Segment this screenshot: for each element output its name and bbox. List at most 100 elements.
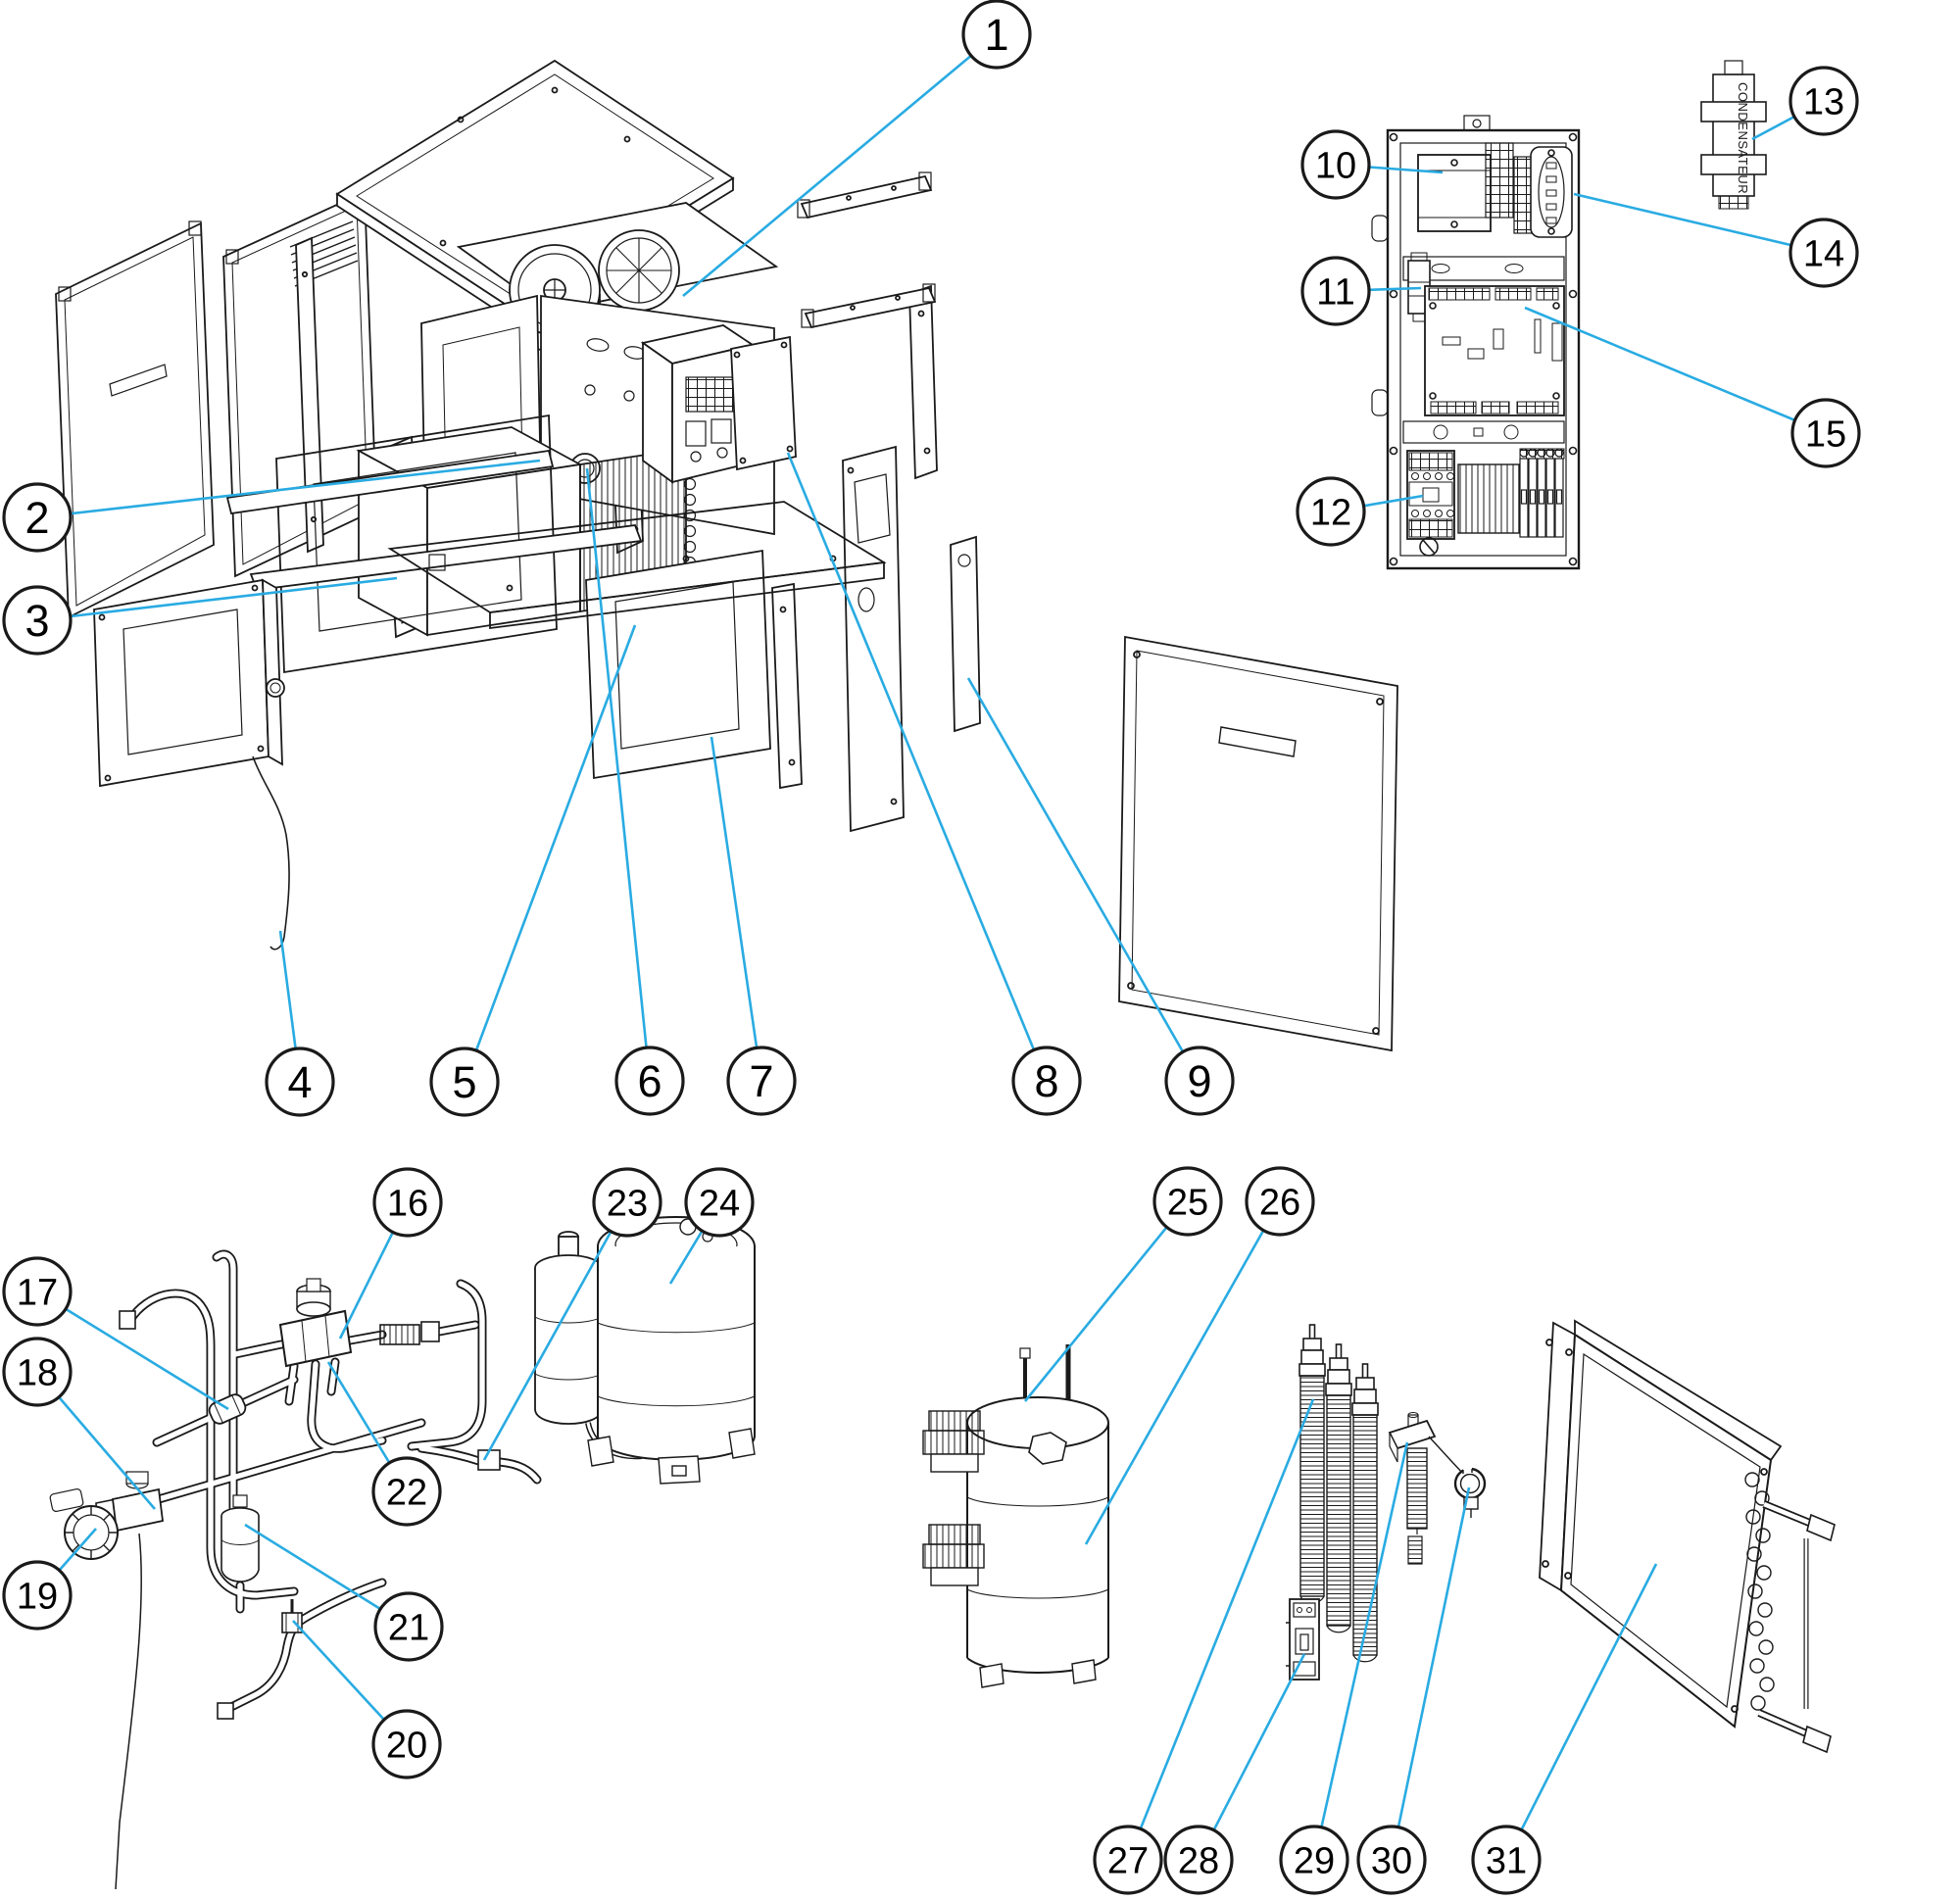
corrugated-hose <box>379 1324 420 1345</box>
four-way-valve <box>278 1278 353 1368</box>
flare-fitting <box>281 1599 303 1633</box>
pipe-end-fitting <box>119 1310 136 1330</box>
leader-line-14 <box>1573 192 1825 255</box>
leader-line-29 <box>1312 1441 1409 1861</box>
callout-number-14: 14 <box>1803 234 1844 275</box>
callout-number-6: 6 <box>637 1056 662 1106</box>
callout-1: 1 <box>961 0 1032 70</box>
callout-number-30: 30 <box>1371 1841 1412 1882</box>
callout-4: 4 <box>265 1047 335 1117</box>
coupling-nuts <box>922 1410 985 1586</box>
callout-19: 19 <box>2 1560 73 1631</box>
leader-line-31 <box>1504 1563 1658 1861</box>
callout-number-19: 19 <box>17 1577 58 1618</box>
callout-number-16: 16 <box>387 1184 428 1225</box>
capillary-tube <box>115 1533 142 1890</box>
callout-number-12: 12 <box>1310 493 1351 534</box>
leader-line-15 <box>1524 306 1827 435</box>
leader-line-23 <box>482 1201 629 1461</box>
din-rail-upper <box>1402 256 1565 281</box>
callout-29: 29 <box>1279 1825 1349 1895</box>
callout-number-20: 20 <box>386 1726 427 1767</box>
small-spring <box>1407 1535 1423 1565</box>
callout-number-29: 29 <box>1294 1841 1335 1882</box>
rear-trim-strip <box>908 284 938 480</box>
pipe-end-cap <box>217 1702 234 1720</box>
callout-26: 26 <box>1245 1166 1315 1237</box>
callout-number-11: 11 <box>1316 272 1354 314</box>
compressor <box>587 1197 756 1485</box>
callout-14: 14 <box>1788 218 1859 288</box>
base-tray <box>387 501 887 630</box>
coil-serpentine <box>1744 1472 1775 1711</box>
schrader-valve <box>1019 1347 1031 1359</box>
leader-line-27 <box>1126 1398 1315 1861</box>
callout-22: 22 <box>371 1456 442 1527</box>
terminal-row <box>1457 463 1520 534</box>
coil-nut-top <box>1806 1513 1836 1542</box>
callout-11: 11 <box>1300 256 1371 326</box>
heat-exchanger-vessel <box>922 1344 1109 1688</box>
capacitor: CONDENSATEUR <box>1700 60 1767 210</box>
callout-28: 28 <box>1163 1825 1234 1895</box>
callout-6: 6 <box>614 1046 685 1116</box>
vertical-strip <box>950 535 981 733</box>
callout-number-3: 3 <box>24 596 49 646</box>
side-panel-narrow <box>842 445 905 833</box>
callout-2: 2 <box>2 482 73 553</box>
callout-30: 30 <box>1356 1825 1427 1895</box>
leader-line-7 <box>710 736 763 1082</box>
leader-line-28 <box>1197 1653 1306 1861</box>
duct-collar <box>93 578 290 950</box>
callout-number-23: 23 <box>607 1184 648 1225</box>
sensor-spring <box>1406 1447 1428 1530</box>
callout-16: 16 <box>372 1167 443 1238</box>
callout-number-18: 18 <box>17 1353 58 1394</box>
leader-line-25 <box>1023 1200 1190 1402</box>
callout-number-1: 1 <box>984 10 1008 60</box>
callout-number-25: 25 <box>1167 1183 1208 1224</box>
callout-24: 24 <box>684 1167 755 1238</box>
callout-15: 15 <box>1790 398 1861 468</box>
callout-9: 9 <box>1164 1046 1235 1116</box>
callout-25: 25 <box>1152 1166 1223 1237</box>
finned-coil <box>1539 1319 1836 1754</box>
door-trim-strip <box>295 236 324 554</box>
callout-23: 23 <box>592 1167 662 1238</box>
leader-line-2 <box>36 459 541 519</box>
callout-number-26: 26 <box>1259 1183 1300 1224</box>
callout-number-7: 7 <box>749 1056 773 1106</box>
control-pcb <box>1424 285 1565 416</box>
callout-20: 20 <box>371 1709 442 1779</box>
callout-number-13: 13 <box>1803 82 1844 123</box>
cabinet-exploded-view <box>55 59 1398 1052</box>
callout-27: 27 <box>1093 1825 1163 1895</box>
din-rail-lower <box>1402 420 1565 444</box>
callout-7: 7 <box>726 1046 797 1116</box>
hanger-hook <box>1371 389 1389 416</box>
sensor-clamp <box>1453 1467 1487 1518</box>
leader-line-3 <box>36 576 398 622</box>
callout-number-31: 31 <box>1486 1841 1527 1882</box>
callout-21: 21 <box>373 1591 444 1662</box>
coil-nut-bottom <box>1802 1725 1832 1754</box>
leader-line-8 <box>786 452 1049 1082</box>
callout-number-27: 27 <box>1107 1841 1149 1882</box>
sensor-capillary <box>252 755 290 950</box>
terminal-block <box>1485 142 1514 219</box>
callout-number-24: 24 <box>699 1184 740 1225</box>
defrost-sensor-assembly <box>1388 1412 1465 1565</box>
right-door-panel <box>1118 635 1398 1052</box>
compressor-feet <box>587 1428 756 1485</box>
electrical-box <box>640 324 797 484</box>
callout-17: 17 <box>2 1256 73 1327</box>
rotary-switch <box>1419 537 1439 557</box>
din-rail-device <box>1286 1598 1320 1681</box>
electrical-panel <box>1371 115 1581 570</box>
callout-number-8: 8 <box>1034 1056 1058 1106</box>
refrigerant-piping <box>49 1249 542 1890</box>
filter-drier <box>220 1494 260 1583</box>
